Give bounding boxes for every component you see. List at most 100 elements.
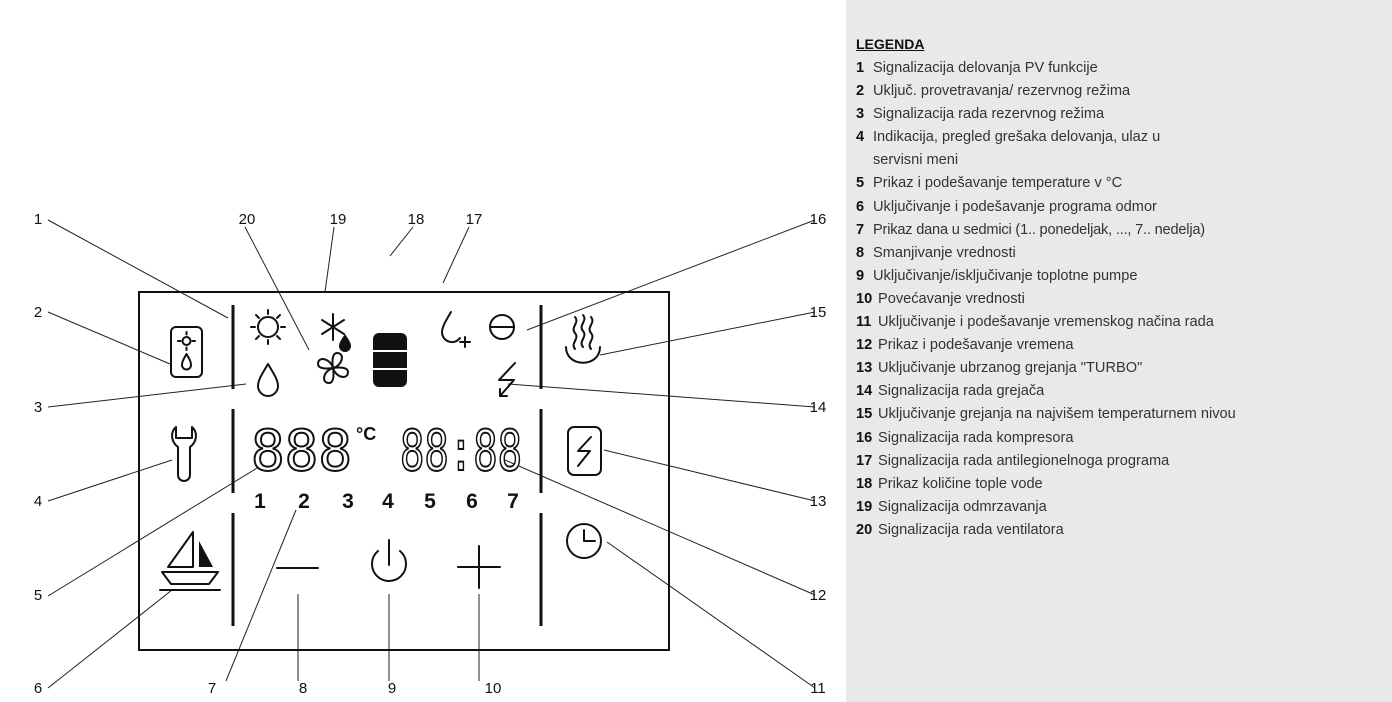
- legend-item-text: Smanjivanje vrednosti: [873, 244, 1016, 261]
- legend-item-number: 16: [856, 429, 873, 446]
- legend-title: LEGENDA: [856, 36, 925, 52]
- tank-lightning-icon[interactable]: [567, 426, 602, 476]
- weekday-row: 1 2 3 4 5 6 7: [254, 490, 519, 513]
- legend-item-text: Uključivanje i podešavanje programa odmo…: [873, 198, 1157, 215]
- legend-item-text: Signalizacija delovanja PV funkcije: [873, 60, 1098, 76]
- legend-item-number: 9: [856, 267, 865, 284]
- callout-2: 2: [34, 304, 42, 321]
- legend-item-text: Prikaz i podešavanje temperature v °C: [873, 175, 1123, 192]
- legend-item-number: 10: [856, 290, 873, 307]
- callout-12: 12: [810, 587, 827, 604]
- legend-item-text: Signalizacija rada grejača: [878, 383, 1045, 400]
- legend-item: 9 Uključivanje/isključivanje toplotne pum…: [856, 265, 1384, 288]
- drop-icon: [257, 363, 279, 397]
- legend-item-number: 13: [856, 360, 873, 377]
- callout-7: 7: [208, 680, 216, 697]
- legend-item-text: Prikaz količine tople vode: [878, 475, 1043, 492]
- legend-item-text: Signalizacija rada kompresora: [878, 429, 1074, 446]
- callout-19: 19: [330, 211, 347, 228]
- wrench-icon[interactable]: [171, 426, 197, 482]
- legend-item: 13 Uključivanje ubrzanog grejanja "TURBO": [856, 357, 1384, 380]
- callout-5: 5: [34, 587, 42, 604]
- legend-item-number: 5: [856, 175, 865, 192]
- water-level-icon: [373, 333, 407, 387]
- legend-item-text: Uključivanje i podešavanje vremenskog na…: [878, 314, 1214, 331]
- sailboat-icon[interactable]: [159, 531, 221, 591]
- legend-item-number: 4: [856, 129, 865, 146]
- legend-item: 8 Smanjivanje vrednosti: [856, 242, 1384, 265]
- legend-item-number: 2: [856, 83, 865, 100]
- callout-9: 9: [388, 680, 396, 697]
- legend-item-number: 17: [856, 452, 873, 469]
- day-6: 6: [466, 490, 478, 513]
- temperature-unit: °C: [356, 424, 376, 444]
- legend-item-text: Indikacija, pregled grešaka delovanja, u…: [873, 129, 1161, 169]
- lightning-icon: [498, 362, 516, 397]
- legend-item-text: Signalizacija rada rezervnog režima: [873, 106, 1105, 123]
- leader-lines: [47, 219, 816, 689]
- legend-item-text: Uključivanje/isključivanje toplotne pump…: [873, 267, 1138, 284]
- legend-item-number: 1: [856, 60, 865, 76]
- legend-item-text: Prikaz dana u sedmici (1.. ponedeljak, .…: [873, 221, 1205, 238]
- legend-item-number: 19: [856, 498, 873, 515]
- callout-11: 11: [810, 680, 826, 697]
- legend-item: 4 Indikacija, pregled grešaka delovanja, …: [856, 126, 1384, 172]
- legend-item-number: 8: [856, 244, 865, 261]
- drop-plus-icon: [441, 311, 471, 348]
- legend-item-number: 14: [856, 383, 873, 400]
- legend-item-number: 12: [856, 337, 873, 354]
- plus-icon[interactable]: [457, 545, 501, 589]
- panel-frame: [138, 291, 670, 651]
- day-4: 4: [382, 490, 394, 513]
- power-icon[interactable]: [371, 539, 407, 582]
- legend-item-number: 15: [856, 406, 873, 423]
- legend-item-number: 6: [856, 198, 865, 215]
- callout-6: 6: [34, 680, 42, 697]
- heat-waves-icon[interactable]: [565, 314, 601, 364]
- callout-20: 20: [239, 211, 256, 228]
- legend-item-number: 11: [856, 314, 872, 331]
- compressor-icon: [489, 314, 515, 340]
- day-7: 7: [507, 490, 519, 513]
- fan-icon: [317, 352, 349, 384]
- panel-dividers: [231, 305, 543, 626]
- legend-item: 11 Uključivanje i podešavanje vremenskog …: [856, 311, 1384, 334]
- callout-17: 17: [466, 211, 483, 228]
- temperature-display: 888: [251, 419, 352, 484]
- legend-item-text: Signalizacija rada antilegionelnoga prog…: [878, 452, 1170, 469]
- callout-15: 15: [810, 304, 827, 321]
- clock-icon[interactable]: [566, 523, 602, 559]
- legend-item: 7 Prikaz dana u sedmici (1.. ponedeljak, …: [856, 219, 1384, 242]
- tank-sun-drop-icon[interactable]: [170, 326, 203, 378]
- time-display: 88:88: [400, 419, 522, 484]
- legend-item: 12 Prikaz i podešavanje vremena: [856, 334, 1384, 357]
- legend-item-number: 7: [856, 221, 865, 238]
- legend-item-number: 20: [856, 521, 873, 538]
- callout-18: 18: [408, 211, 425, 228]
- legend-item: 16 Signalizacija rada kompresora: [856, 427, 1384, 450]
- callout-10: 10: [485, 680, 502, 697]
- legend-item-text: Uključivanje ubrzanog grejanja "TURBO": [878, 360, 1143, 377]
- legend-item: 1 Signalizacija delovanja PV funkcije: [856, 57, 1384, 80]
- legend-item-number: 3: [856, 106, 865, 123]
- callout-13: 13: [810, 493, 827, 510]
- callout-1: 1: [34, 211, 42, 228]
- legend-item-text: Prikaz i podešavanje vremena: [878, 337, 1074, 354]
- day-1: 1: [254, 490, 266, 513]
- control-panel-diagram: 888 °C 88:88 1 2 3 4 5 6 7 1 2 3 4 5 6 7…: [34, 211, 827, 697]
- legend-item-text: Povećavanje vrednosti: [878, 290, 1025, 307]
- day-3: 3: [342, 490, 354, 513]
- legend-panel: LEGENDA 1 Signalizacija delovanja PV funk…: [846, 0, 1392, 702]
- legend-item: 6 Uključivanje i podešavanje programa odm…: [856, 196, 1384, 219]
- legend-item-text: Signalizacija rada ventilatora: [878, 521, 1064, 538]
- legend-item: 3 Signalizacija rada rezervnog režima: [856, 103, 1384, 126]
- legend-item: 10 Povećavanje vrednosti: [856, 288, 1384, 311]
- day-2: 2: [298, 490, 310, 513]
- day-5: 5: [424, 490, 436, 513]
- callout-14: 14: [810, 399, 827, 416]
